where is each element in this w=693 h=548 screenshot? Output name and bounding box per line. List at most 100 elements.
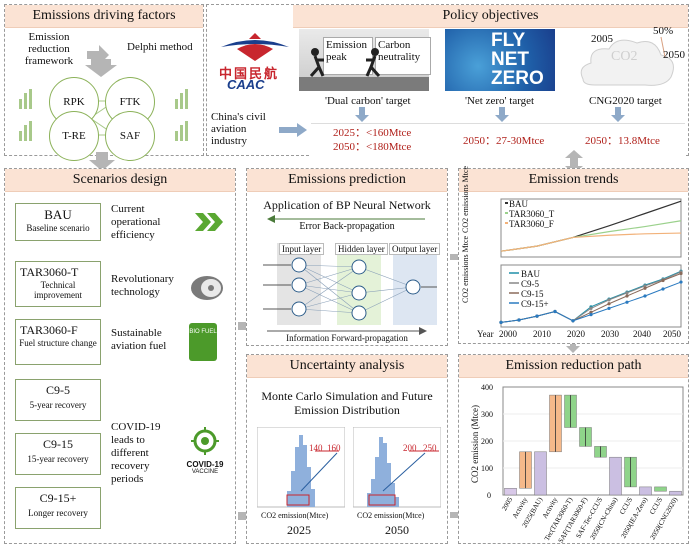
fly-word: FLY	[491, 30, 526, 51]
policy-target-box	[311, 123, 685, 156]
year-2025: 2025	[287, 523, 311, 537]
trend2-point	[589, 306, 593, 310]
cplus-box: C9-15+ Longer recovery	[15, 487, 101, 529]
xtick-2000: 2000	[499, 329, 517, 339]
ytick-0: 0	[487, 491, 491, 500]
uncertainty-panel: Uncertainty analysis Monte Carlo Simulat…	[246, 354, 448, 544]
trend2-point	[607, 298, 611, 302]
bau-sub: Baseline scenario	[26, 223, 90, 233]
down-arrow-icon	[566, 338, 580, 353]
xtick-2020: 2020	[567, 329, 585, 339]
year-2050: 2050	[385, 523, 409, 537]
prediction-title: Emissions prediction	[247, 169, 447, 192]
reduction-bar	[504, 488, 517, 496]
reduction-xtick: 2005	[500, 496, 514, 513]
ytick-300: 300	[481, 410, 493, 419]
trend2-point	[517, 318, 521, 322]
bau-desc: Current operational efficiency	[111, 203, 161, 241]
scenarios-panel: Scenarios design BAU Baseline scenario C…	[4, 168, 236, 544]
double-chevron-icon	[195, 213, 223, 231]
trend2-point	[643, 294, 647, 298]
cng-co2: CO2	[611, 49, 638, 64]
annot-250: 250	[423, 443, 437, 453]
cplus-label: C9-15+	[39, 491, 77, 505]
covid-desc: COVID-19 leads to different recovery per…	[111, 421, 161, 485]
covid-label: COVID-19	[186, 460, 224, 469]
hidden-node	[351, 259, 367, 275]
engine-icon	[191, 276, 223, 300]
xlabel-2025: CO2 emission(Mtce)	[261, 511, 329, 520]
tar-f-box: TAR3060-F Fuel structure change	[15, 319, 101, 365]
cng-target-label: CNG2020 target	[589, 95, 662, 107]
caac-logo	[221, 33, 289, 61]
trends-ylabel-top: CO2 emissions Mtce	[461, 165, 470, 233]
bar-chart-icon	[19, 89, 188, 141]
reduction-bar	[609, 456, 622, 496]
trend2-point	[589, 310, 593, 314]
peak-label: Emission peak	[323, 37, 373, 75]
factors-network	[19, 89, 188, 141]
trend2-legend-bau: BAU	[521, 269, 541, 279]
hidden-node	[351, 305, 367, 321]
trend-legend-t: TAR3060_T	[509, 209, 555, 219]
cng-50: 50%	[653, 25, 674, 37]
down-arrow-icon	[495, 107, 509, 122]
output-layer-label: Output layer	[389, 243, 441, 255]
caac-name: CAAC	[227, 77, 265, 92]
policy-panel: Policy objectives 中国民航 CAAC Emission pea…	[206, 4, 689, 156]
histogram-2050	[353, 427, 441, 508]
xlabel-2050: CO2 emission(Mtce)	[357, 511, 425, 520]
trends-title: Emission trends	[459, 169, 688, 192]
trend2-point	[625, 291, 629, 295]
down-arrow-icon	[355, 107, 369, 122]
net-word: NET	[491, 49, 529, 70]
trend2-point	[571, 319, 575, 323]
cng-2050: 2050	[663, 49, 685, 61]
reduction-panel: Emission reduction path CO2 emission (Mt…	[458, 354, 689, 544]
xtick-2040: 2040	[633, 329, 651, 339]
tar-f-label: TAR3060-F	[20, 323, 78, 337]
c5-box: C9-5 5-year recovery	[15, 379, 101, 421]
neutral-label: Carbon neutrality	[375, 37, 431, 75]
input-node	[291, 277, 307, 293]
delphi-label: Delphi method	[127, 41, 193, 53]
trend2-point	[643, 284, 647, 288]
trend2-point	[661, 287, 665, 291]
tar-t-box: TAR3060-T Technical improvement	[15, 261, 101, 307]
trend2-legend-c15: C9-15	[521, 289, 544, 299]
trend2-point	[589, 313, 593, 317]
covid-vaccine-icon: COVID-19 VACCINE	[185, 427, 225, 475]
trend-legend-bau: BAU	[509, 199, 529, 209]
input-node	[291, 301, 307, 317]
trend2-point	[643, 286, 647, 290]
down-arrow-icon	[611, 107, 625, 122]
trend2-legend-c5: C9-5	[521, 279, 539, 289]
neural-network-diagram	[263, 243, 437, 325]
input-node	[291, 257, 307, 273]
target-2050-dual: 2050：<180Mtce	[333, 141, 412, 153]
trend-legend-f: TAR3060_F	[509, 219, 554, 229]
c5-sub: 5-year recovery	[29, 400, 87, 410]
cloud-co2-icon	[580, 36, 674, 86]
trend2-point	[607, 306, 611, 310]
back-prop-label: Error Back-propagation	[299, 221, 395, 232]
trend2-point	[535, 314, 539, 318]
policy-title: Policy objectives	[293, 5, 688, 28]
tar-f-desc: Sustainable aviation fuel	[111, 327, 167, 352]
output-node	[405, 279, 421, 295]
trend-top-frame	[500, 198, 682, 258]
industry-label: China's civil aviation industry	[211, 111, 266, 147]
tar-t-label: TAR3060-T	[20, 265, 79, 279]
reduction-bar	[534, 451, 547, 496]
xtick-year: Year	[477, 329, 494, 339]
back-arrow-icon	[267, 215, 425, 223]
trend-bottom-frame	[500, 264, 682, 328]
trend-line-2	[500, 232, 682, 252]
drivers-title: Emissions driving factors	[5, 5, 203, 28]
annot-200: 200	[403, 443, 417, 453]
c15-label: C9-15	[43, 437, 73, 451]
tar-t-sub: Technical improvement	[34, 280, 82, 300]
trend2-point	[499, 320, 503, 324]
figure-pushing-icon	[365, 48, 381, 77]
dual-target-label: 'Dual carbon' target	[325, 95, 411, 107]
